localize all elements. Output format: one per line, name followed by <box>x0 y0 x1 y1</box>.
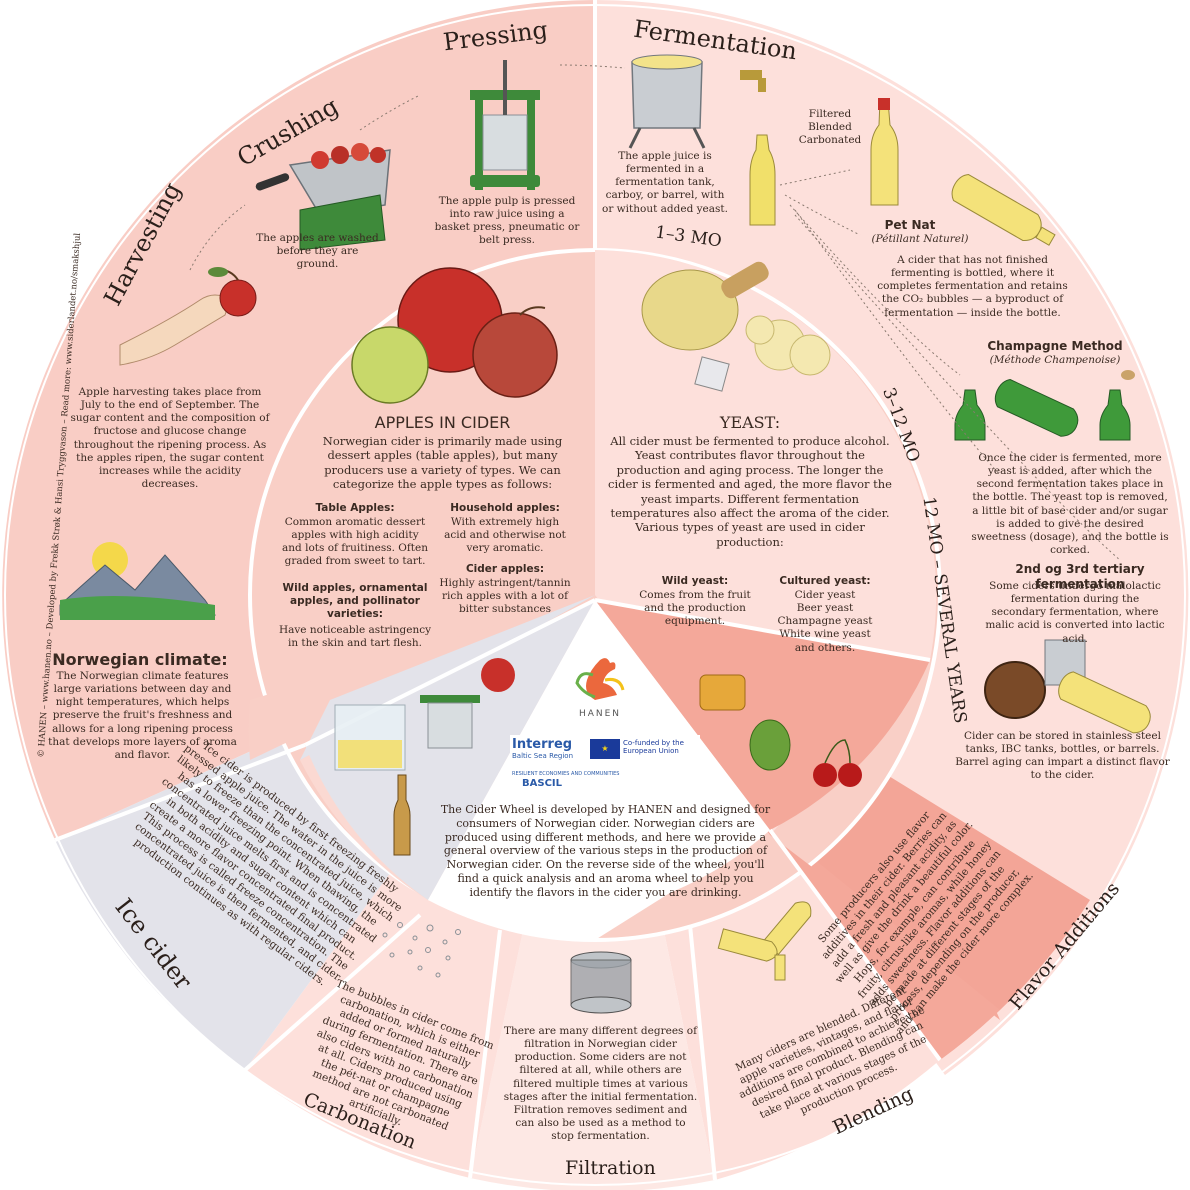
yeast-title: YEAST: <box>719 413 781 432</box>
filter-illustration <box>570 951 632 1014</box>
interreg-sub: Baltic Sea Region <box>512 752 574 760</box>
blending-illustration <box>717 901 812 981</box>
bubbles-illustration <box>382 922 461 978</box>
climate-title: Norwegian climate: <box>52 650 228 669</box>
household-apples-text: With extremely high acid and otherwise n… <box>444 516 566 555</box>
fermentation-text: The apple juice is fermented in a fermen… <box>602 150 728 215</box>
crusher-illustration <box>255 143 391 251</box>
yeast-illustration <box>641 261 831 392</box>
section-title-filtration: Filtration <box>565 1157 656 1179</box>
pet-nat-subtitle: (Pétillant Naturel) <box>871 233 969 245</box>
tertiary-title: 2nd og 3rd tertiary fermentation <box>1015 562 1145 591</box>
pet-nat-text: A cider that has not finished fermenting… <box>877 254 1068 319</box>
partner-logos: Interreg Baltic Sea Region ★ Co-funded b… <box>510 735 700 795</box>
champagne-text: Once the cider is fermented, more yeast … <box>971 452 1169 556</box>
cider-apples-title: Cider apples: <box>465 563 545 575</box>
flavor-illustration <box>699 674 862 787</box>
interreg-logo: Interreg <box>512 737 573 752</box>
storage-text: Cider can be stored in stainless steel t… <box>955 730 1170 782</box>
hanen-logo: HANEN <box>565 655 635 720</box>
cider-apples-text: Highly astringent/tannin rich apples wit… <box>439 577 571 616</box>
press-illustration <box>470 60 540 190</box>
bascil-logo: BASCIL <box>522 778 562 789</box>
bascil-sub: RESILIENT ECONOMIES AND COMMUNITIES <box>512 771 620 777</box>
champagne-bottles-illustration <box>954 370 1135 441</box>
apples-intro: Norwegian cider is primarily made using … <box>322 434 563 492</box>
crushing-text: The apples are washed before they are gr… <box>256 232 379 271</box>
pet-nat-title: Pet Nat <box>884 218 936 232</box>
pressing-text: The apple pulp is pressed into raw juice… <box>434 195 580 247</box>
yeast-text: All cider must be fermented to produce a… <box>608 434 892 549</box>
wild-apples-text: Have noticeable astringency in the skin … <box>278 624 432 650</box>
table-apples-text: Common aromatic dessert apples with high… <box>282 516 428 568</box>
tertiary-text: Some ciders undergo malolactic fermentat… <box>985 580 1165 645</box>
landscape-illustration <box>59 542 216 620</box>
champagne-subtitle: (Méthode Champenoise) <box>989 354 1121 366</box>
table-apples-title: Table Apples: <box>315 502 395 514</box>
climate-text: The Norwegian climate features large var… <box>48 670 237 761</box>
filtered-bottle-illustration <box>870 98 899 206</box>
cultured-yeast-title: Cultured yeast: <box>779 575 871 587</box>
eu-text: Co-funded by the European Union <box>623 739 684 755</box>
eu-flag-icon: ★ <box>590 739 620 759</box>
wild-yeast-text: Comes from the fruit and the production … <box>639 589 751 628</box>
center-text: The Cider Wheel is developed by HANEN an… <box>440 803 771 899</box>
filtered-label: Filtered Blended Carbonated <box>798 108 862 147</box>
apples-illustration <box>351 267 558 404</box>
petnat-bottle-illustration <box>951 173 1056 246</box>
tank-illustration <box>628 54 706 149</box>
harvesting-text: Apple harvesting takes place from July t… <box>70 386 270 490</box>
wild-apples-title: Wild apples, ornamental apples, and poll… <box>282 582 428 621</box>
household-apples-title: Household apples: <box>450 502 560 514</box>
ice-cider-illustration <box>334 658 515 856</box>
champagne-title: Champagne Method <box>987 339 1123 353</box>
storage-illustration <box>984 639 1151 734</box>
cultured-yeast-text: Cider yeast Beer yeast Champagne yeast W… <box>777 589 873 654</box>
apples-title: APPLES IN CIDER <box>374 413 511 432</box>
wild-yeast-title: Wild yeast: <box>661 575 729 587</box>
hanen-logo-text: HANEN <box>578 709 622 719</box>
harvest-hand-illustration <box>119 267 257 366</box>
tap-bottle-illustration <box>740 70 776 226</box>
filtration-text: There are many different degrees of filt… <box>503 1025 698 1142</box>
